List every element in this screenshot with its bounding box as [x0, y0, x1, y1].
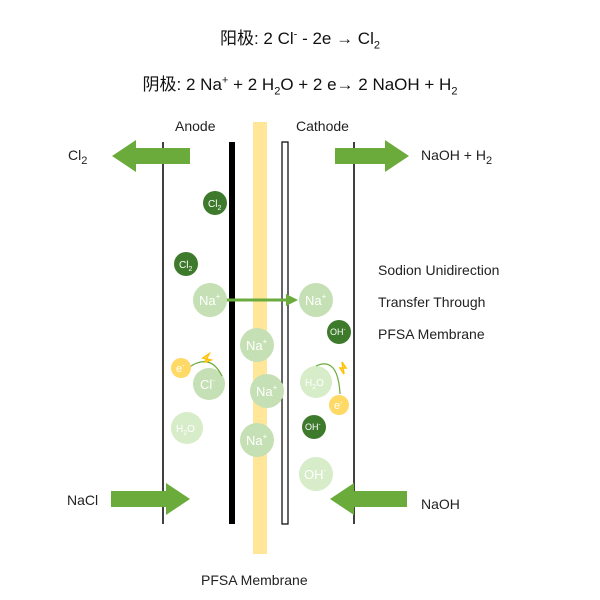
sodion-transfer-arrowhead — [286, 294, 298, 306]
oh-label-b: OH- — [305, 422, 321, 432]
cathode-equation: 阴极: 2 Na+ + 2 H2O + 2 e→ 2 NaOH + H2 — [0, 70, 600, 97]
na-ion-membrane-3 — [240, 423, 274, 457]
anode-eq-text: 阳极: 2 Cl — [219, 29, 294, 48]
cathode-eq-text: 阴极: 2 Na — [142, 75, 222, 94]
cl2-out-label: Cl2 — [68, 147, 88, 167]
cathode-electrode — [281, 141, 289, 525]
oh-label-c: OH- — [304, 466, 327, 482]
lightning-icon-anode — [201, 351, 214, 364]
cathode-label: Cathode — [296, 118, 349, 134]
na-ion-membrane-2 — [250, 374, 284, 408]
na-label-membrane-3: Na+ — [246, 432, 268, 448]
cl2-molecule-a — [203, 191, 227, 215]
cl-label-anode: Cl- — [200, 376, 215, 392]
cathode-eq-sub1: 2 — [274, 85, 281, 98]
cathode-eq-charge: + — [221, 74, 229, 87]
description-line-3: PFSA Membrane — [378, 326, 485, 342]
h2o-label-anode: H2O — [176, 424, 195, 437]
electron-anode — [171, 358, 191, 378]
cathode-eq-p2: + 2 H — [228, 75, 275, 94]
anode-electrode — [229, 142, 235, 524]
electron-path-anode — [187, 361, 223, 377]
anode-label: Anode — [175, 118, 216, 134]
anode-eq-mid: - 2e → Cl — [297, 29, 374, 48]
oh-ion-c — [299, 457, 333, 491]
cathode-eq-p3: O + 2 e→ 2 NaOH + H — [280, 75, 452, 94]
nacl-in-arrow — [111, 483, 190, 515]
cl2-label-b: Cl2 — [179, 260, 192, 273]
naoh-in-label: NaOH — [421, 496, 460, 512]
naoh-h2-out-label: NaOH + H2 — [421, 147, 493, 167]
h2o-molecule-cathode — [300, 366, 332, 398]
na-ion-cathode — [299, 283, 333, 317]
cathode-eq-sub2: 2 — [451, 85, 458, 98]
naoh-in-arrow — [330, 483, 407, 515]
naoh-h2-out-arrow — [335, 140, 409, 172]
cl2-out-arrow — [112, 140, 190, 172]
description-line-1: Sodion Unidirection — [378, 262, 500, 278]
anode-eq-sub: 2 — [373, 39, 380, 52]
membrane-label: PFSA Membrane — [201, 572, 308, 588]
cl-ion-anode — [193, 368, 225, 400]
na-label-anode: Na+ — [199, 292, 221, 308]
na-label-membrane-1: Na+ — [246, 337, 268, 353]
cl2-label-a: Cl2 — [208, 199, 221, 212]
nacl-in-label: NaCl — [67, 492, 99, 508]
h2o-label-cathode: H2O — [305, 378, 324, 391]
electron-path-cathode — [315, 363, 341, 395]
oh-ion-a — [327, 320, 351, 344]
h2o-molecule-anode — [171, 412, 203, 444]
oh-label-a: OH- — [330, 327, 346, 337]
electron-cathode — [329, 395, 349, 415]
electron-label-cathode: e- — [334, 400, 343, 412]
cl2-molecule-b — [174, 252, 198, 276]
lightning-icon-cathode — [338, 361, 348, 375]
description-line-2: Transfer Through — [378, 294, 486, 310]
na-label-cathode: Na+ — [305, 292, 327, 308]
na-ion-anode — [193, 283, 227, 317]
electron-label-anode: e- — [176, 363, 185, 375]
na-ion-membrane-1 — [240, 328, 274, 362]
anode-equation: 阳极: 2 Cl- - 2e → Cl2 — [0, 24, 600, 51]
oh-ion-b — [302, 415, 326, 439]
na-label-membrane-2: Na+ — [256, 383, 278, 399]
anode-eq-charge: - — [293, 28, 298, 41]
